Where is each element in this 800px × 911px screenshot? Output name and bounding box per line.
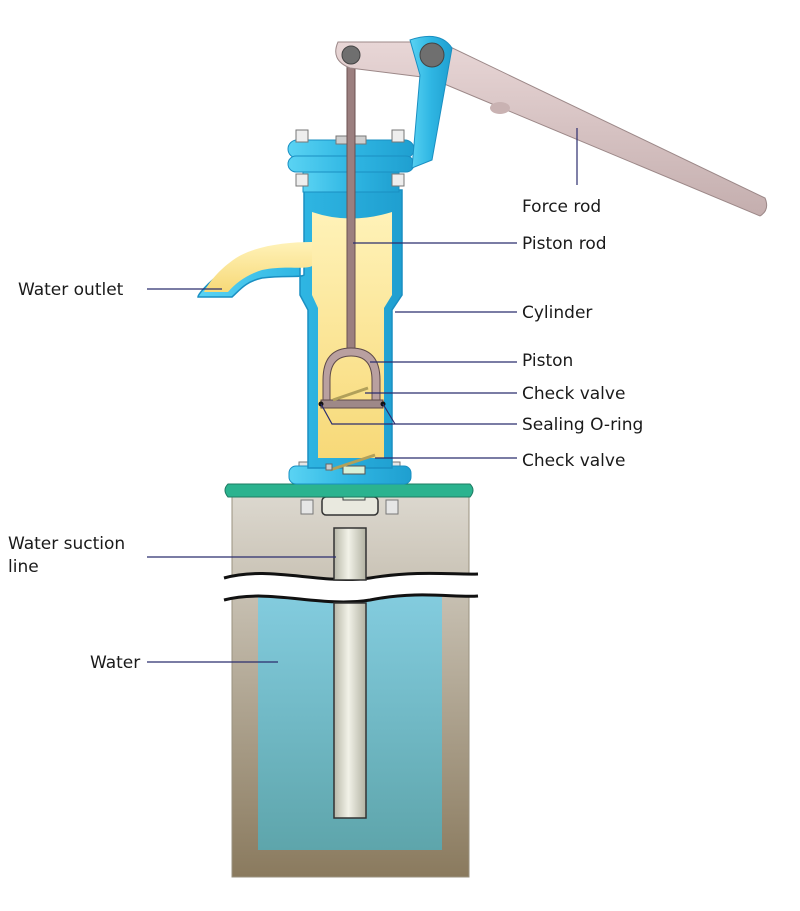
pump-body (197, 189, 403, 469)
label-piston-rod: Piston rod (522, 234, 607, 254)
label-check-valve-lower: Check valve (522, 451, 625, 471)
label-force-rod: Force rod (522, 197, 601, 217)
force-rod-handle (335, 35, 768, 217)
handle-knob (490, 102, 510, 114)
leader-lines (147, 128, 578, 663)
label-cylinder: Cylinder (522, 303, 592, 323)
label-water-suction-line-2: line (8, 557, 39, 577)
labels: Force rod Piston rod Cylinder Piston Che… (8, 197, 643, 673)
handle-pin (341, 45, 361, 65)
piston-rod (346, 54, 356, 356)
break-line-bottom (223, 593, 479, 604)
pivot-pin (419, 42, 445, 68)
label-sealing-o-ring: Sealing O-ring (522, 415, 643, 435)
label-piston: Piston (522, 351, 573, 371)
label-water-outlet: Water outlet (18, 280, 124, 300)
label-check-valve-upper: Check valve (522, 384, 625, 404)
force-rod (335, 41, 768, 217)
leader-sealing-o-ring-right (382, 403, 396, 425)
base-plate (224, 483, 474, 498)
label-water: Water (90, 653, 140, 673)
break-line-top (223, 571, 479, 582)
lower-check-valve (325, 453, 376, 475)
label-water-suction-line-1: Water suction (8, 534, 125, 554)
pivot-bracket (409, 35, 453, 169)
leader-sealing-o-ring (320, 403, 517, 425)
water-in-outlet (204, 242, 312, 292)
